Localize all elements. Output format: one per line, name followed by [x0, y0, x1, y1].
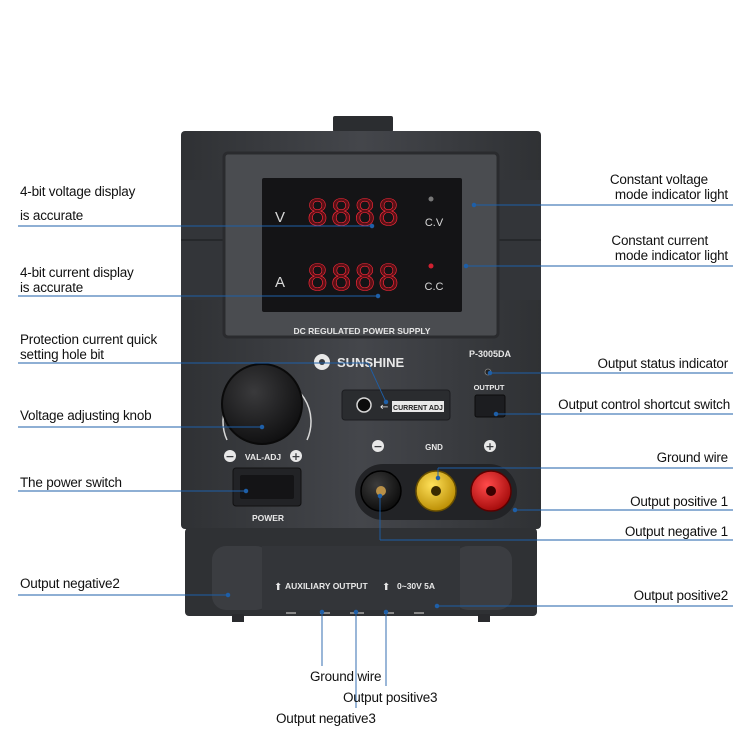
leader-lines: [18, 202, 733, 708]
power-switch[interactable]: [240, 475, 294, 499]
output-button-label: OUTPUT: [474, 383, 505, 392]
callout-output-positive2: Output positive2: [633, 588, 729, 603]
callout-current-display-line2: is accurate: [20, 280, 84, 295]
callout-protection-hole: Protection current quick setting hole bi…: [20, 332, 157, 362]
callout-cc-light-line2: mode indicator light: [614, 248, 728, 263]
knob-plus-symbol: +: [291, 450, 300, 463]
power-label: POWER: [252, 513, 284, 523]
callout-voltage-display-line1: 4-bit voltage display: [20, 184, 136, 199]
callout-voltage-knob: Voltage adjusting knob: [20, 408, 152, 423]
right-foot: [478, 614, 490, 622]
callout-output-switch: Output control shortcut switch: [558, 397, 730, 412]
output-control-button[interactable]: [474, 394, 506, 418]
positive-terminal-symbol: +: [485, 440, 494, 453]
aux-up-arrow2-icon: ⬆: [382, 582, 390, 593]
gnd-label: GND: [425, 443, 443, 452]
callout-cv-light: Constant voltage mode indicator light: [610, 172, 728, 202]
callout-cv-light-line2: mode indicator light: [614, 187, 728, 202]
aux-up-arrow-icon: ⬆: [274, 582, 282, 593]
aux-left-cap: [212, 546, 270, 610]
cc-indicator-light: [428, 263, 434, 269]
cc-label: C.C: [425, 281, 444, 293]
amp-unit-label: A: [275, 274, 285, 291]
callout-output-positive3: Output positive3: [343, 690, 438, 705]
brand-name: SUNSHINE: [337, 355, 405, 370]
callout-cv-light-line1: Constant voltage: [609, 172, 708, 187]
aux-range-label: 0~30V 5A: [397, 581, 435, 591]
current-adj-label: CURRENT ADJ: [393, 405, 443, 412]
display-window: [262, 178, 462, 312]
cv-label: C.V: [425, 217, 444, 229]
display-caption: DC REGULATED POWER SUPPLY: [294, 326, 431, 336]
callout-output-negative3: Output negative3: [276, 711, 376, 726]
callout-ground-wire-bottom: Ground wire: [310, 669, 382, 684]
current-readout: 8888: [307, 258, 402, 299]
knob-plus-icon: [290, 450, 302, 462]
negative-terminal-symbol: −: [373, 440, 382, 453]
callout-cc-light: Constant current mode indicator light: [611, 233, 728, 263]
knob-minus-symbol: −: [225, 450, 234, 463]
protection-current-hole[interactable]: [356, 397, 372, 413]
callout-current-display-line1: 4-bit current display: [20, 265, 134, 280]
positive-terminal-icon: [484, 440, 496, 452]
model-number: P-3005DA: [469, 349, 512, 359]
callout-protection-hole-line1: Protection current quick: [20, 332, 158, 347]
callout-output-status: Output status indicator: [597, 356, 729, 371]
negative-terminal-icon: [372, 440, 384, 452]
aux-output-label: AUXILIARY OUTPUT: [285, 581, 368, 591]
knob-minus-icon: [224, 450, 236, 462]
voltage-knob[interactable]: [221, 363, 303, 445]
top-handle: [333, 116, 393, 132]
left-foot: [232, 614, 244, 622]
callout-protection-hole-line2: setting hole bit: [20, 347, 104, 362]
aux-label-strip: [262, 546, 460, 610]
callout-voltage-display-line2: is accurate: [20, 208, 84, 223]
callout-output-negative2: Output negative2: [20, 576, 120, 591]
callout-ground-wire: Ground wire: [656, 450, 729, 465]
cv-indicator-light: [428, 196, 434, 202]
callout-cc-light-line1: Constant current: [611, 233, 708, 248]
callout-current-display: 4-bit current display is accurate: [20, 265, 134, 295]
callout-voltage-display: 4-bit voltage display is accurate: [20, 184, 135, 223]
callout-output-positive1: Output positive 1: [630, 494, 728, 509]
callout-power-switch: The power switch: [20, 475, 122, 490]
voltage-readout: 8888: [307, 193, 402, 234]
current-adj-arrow-icon: ←: [380, 402, 388, 413]
aux-right-cap: [454, 546, 512, 610]
knob-label: VAL-ADJ: [245, 452, 281, 462]
callout-output-negative1: Output negative 1: [624, 524, 728, 539]
volt-unit-label: V: [275, 209, 285, 226]
